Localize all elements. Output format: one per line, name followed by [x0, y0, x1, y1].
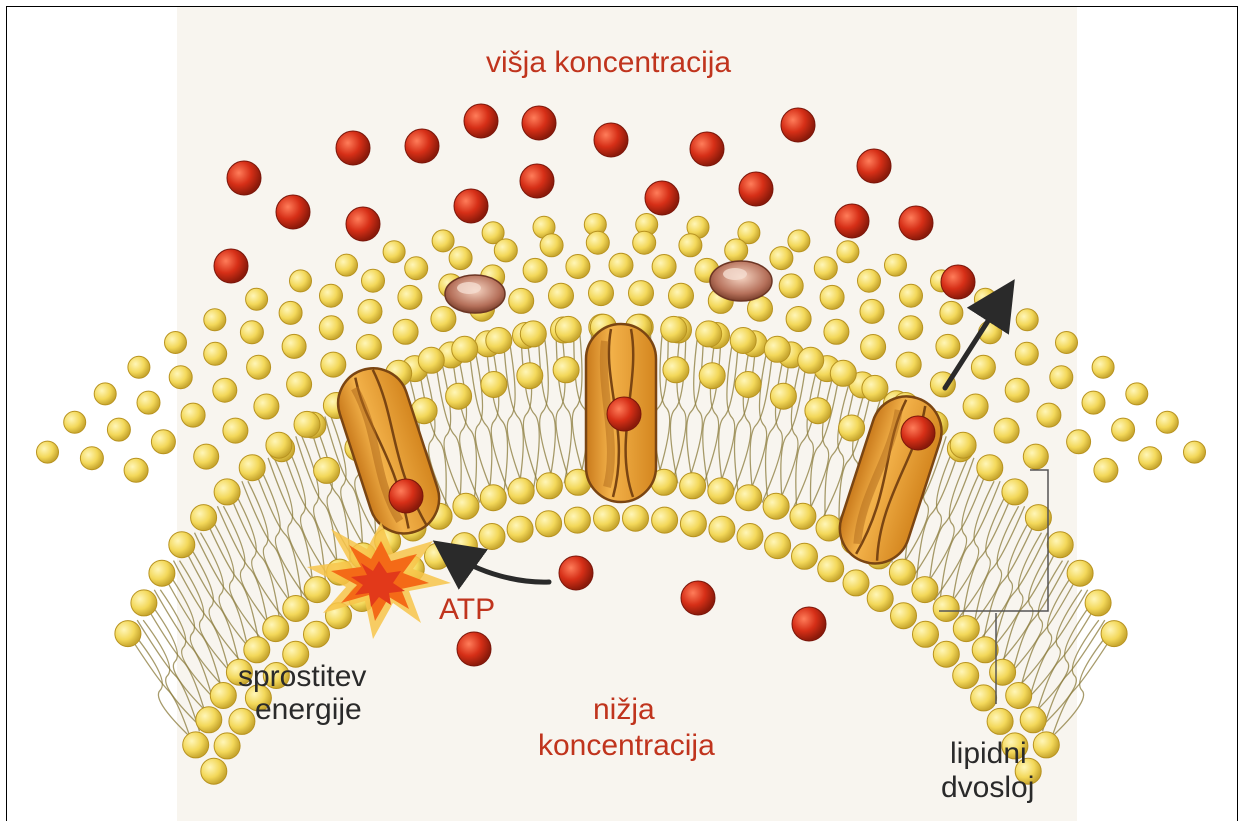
label-energy-release-line2: energije: [255, 693, 362, 727]
label-lipid-bilayer-line2: dvosloj: [941, 771, 1034, 805]
label-lower-concentration-line1: nižja: [593, 693, 655, 727]
surface-pore-left: [445, 275, 505, 313]
surface-pore-right: [710, 261, 772, 301]
label-energy-release-line1: sprostitev: [238, 660, 366, 694]
label-higher-concentration: višja koncentracija: [486, 46, 731, 80]
label-lipid-bilayer-line1: lipidni: [950, 737, 1027, 771]
figure-frame: višja koncentracija ATP sprostitev energ…: [6, 6, 1238, 821]
bilayer-bracket: [939, 470, 1048, 611]
label-atp: ATP: [439, 593, 495, 627]
label-lower-concentration-line2: koncentracija: [538, 729, 715, 763]
